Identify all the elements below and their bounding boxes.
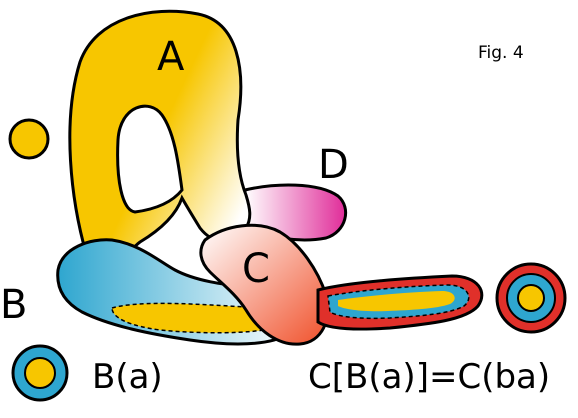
nested-circle-inner bbox=[518, 285, 544, 311]
formula-left: B(a) bbox=[92, 357, 163, 397]
figure-caption: Fig. 4 bbox=[478, 43, 524, 63]
label-a: A bbox=[157, 34, 185, 80]
nested-circle-b-inner bbox=[25, 358, 55, 388]
formula-right: C[B(a)]=C(ba) bbox=[308, 357, 550, 397]
free-circle bbox=[10, 120, 48, 158]
label-d: D bbox=[318, 142, 349, 188]
label-b: B bbox=[0, 282, 27, 328]
label-c: C bbox=[242, 246, 270, 292]
